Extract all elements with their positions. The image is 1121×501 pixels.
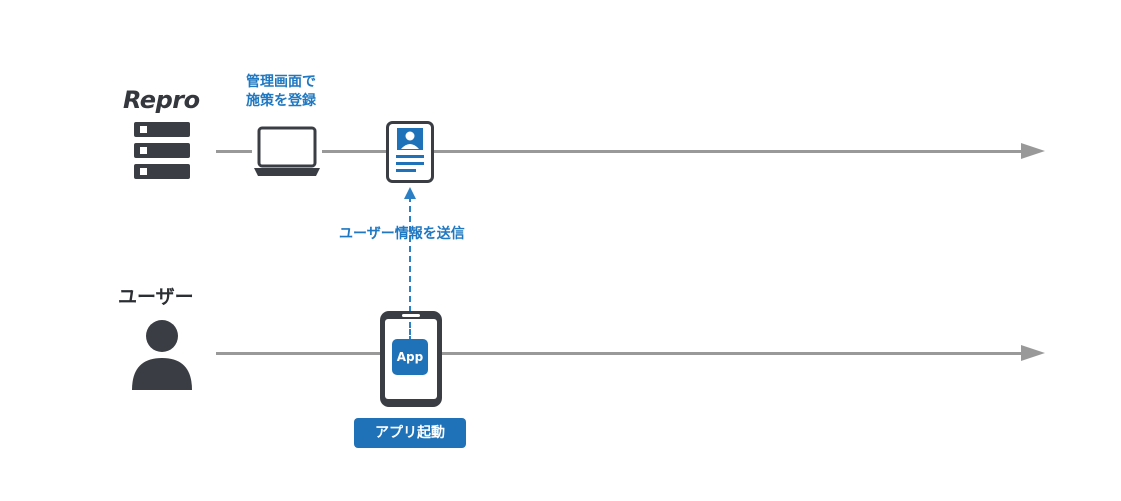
laptop-icon bbox=[252, 126, 322, 178]
user-timeline-arrowhead bbox=[1021, 345, 1045, 361]
profile-card-icon bbox=[386, 121, 434, 183]
server-timeline bbox=[216, 150, 1022, 153]
register-campaign-label: 管理画面で 施策を登録 bbox=[246, 73, 336, 111]
server-stack-icon bbox=[134, 122, 190, 180]
send-info-dashed-line-start bbox=[409, 322, 411, 342]
app-launch-badge: アプリ起動 bbox=[354, 418, 466, 448]
send-user-info-label: ユーザー情報を送信 bbox=[339, 226, 465, 242]
server-timeline-arrowhead bbox=[1021, 143, 1045, 159]
user-label: ユーザー bbox=[118, 286, 194, 308]
send-info-dashed-line bbox=[409, 196, 411, 322]
user-timeline bbox=[216, 352, 1022, 355]
app-tile: App bbox=[392, 339, 428, 375]
repro-logo: Repro bbox=[123, 86, 200, 114]
register-label-line2: 施策を登録 bbox=[246, 93, 316, 109]
person-icon bbox=[130, 318, 194, 390]
register-label-line1: 管理画面で bbox=[246, 74, 316, 90]
send-info-arrowhead-icon bbox=[404, 184, 416, 199]
